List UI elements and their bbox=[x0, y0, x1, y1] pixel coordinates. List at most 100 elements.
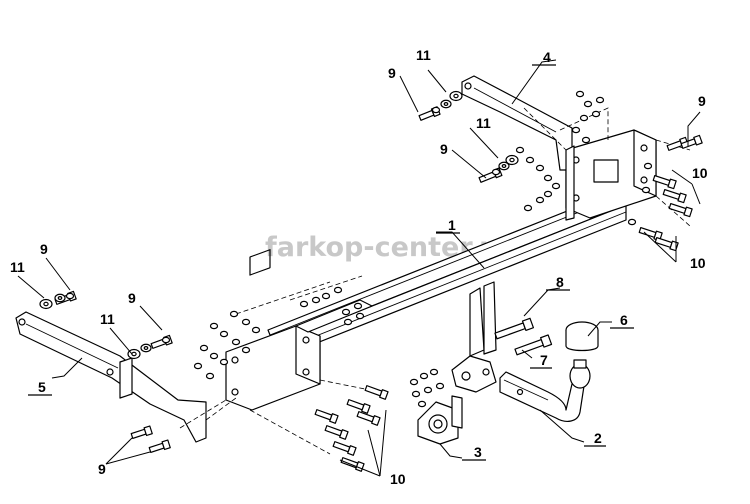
callout-10-c: 10 bbox=[390, 471, 406, 487]
nut bbox=[409, 378, 419, 386]
bolt bbox=[130, 425, 153, 439]
nut bbox=[65, 292, 75, 300]
nut bbox=[543, 174, 553, 182]
right-mounting-plate bbox=[565, 129, 657, 219]
callout-1: 1 bbox=[448, 217, 456, 233]
nut bbox=[575, 90, 585, 98]
nut bbox=[341, 308, 351, 316]
part-6-tow-ball bbox=[565, 321, 599, 389]
callout-11-c: 11 bbox=[10, 259, 25, 275]
nut bbox=[551, 182, 561, 190]
nut bbox=[491, 168, 501, 176]
callout-7: 7 bbox=[540, 352, 548, 368]
nut bbox=[333, 286, 343, 294]
leader-lines bbox=[17, 59, 701, 477]
nut bbox=[543, 190, 553, 198]
nut bbox=[595, 96, 605, 104]
nut bbox=[229, 310, 239, 318]
nut bbox=[435, 382, 445, 390]
callout-11-d: 11 bbox=[100, 311, 115, 327]
callout-9-c: 9 bbox=[698, 93, 706, 109]
callout-4: 4 bbox=[543, 49, 551, 65]
bolt bbox=[668, 203, 693, 218]
left-mounting-plate bbox=[225, 249, 373, 411]
bolt bbox=[654, 237, 679, 252]
bolt bbox=[324, 425, 349, 440]
nut bbox=[241, 346, 251, 354]
nut bbox=[431, 106, 441, 114]
bolt bbox=[662, 189, 687, 204]
callout-5: 5 bbox=[38, 379, 46, 395]
washer bbox=[498, 161, 510, 171]
bolt bbox=[148, 439, 171, 453]
nut bbox=[209, 322, 219, 330]
part-4-right-bracket bbox=[461, 75, 575, 221]
nut bbox=[423, 386, 433, 394]
bolt bbox=[680, 134, 703, 149]
washer bbox=[449, 90, 463, 102]
nut bbox=[641, 186, 651, 194]
callout-10-b: 10 bbox=[690, 255, 706, 271]
washer bbox=[39, 298, 53, 310]
nut bbox=[581, 136, 591, 144]
callout-6: 6 bbox=[620, 312, 628, 328]
bolt bbox=[332, 441, 357, 456]
nut bbox=[353, 302, 363, 310]
bolt bbox=[364, 385, 389, 400]
nut bbox=[535, 196, 545, 204]
parts-7-8-bolts bbox=[494, 317, 553, 356]
nut bbox=[411, 390, 421, 398]
nut bbox=[355, 312, 365, 320]
callout-9-d: 9 bbox=[40, 241, 48, 257]
washer bbox=[127, 348, 141, 360]
callout-11-a: 11 bbox=[416, 47, 431, 63]
callout-8: 8 bbox=[556, 274, 564, 290]
nut bbox=[571, 126, 581, 134]
nut bbox=[429, 368, 439, 376]
nut bbox=[643, 162, 653, 170]
fasteners-group bbox=[39, 90, 703, 472]
callout-9-b: 9 bbox=[440, 141, 448, 157]
washer bbox=[140, 343, 152, 353]
callout-11-b: 11 bbox=[476, 115, 491, 131]
nut bbox=[241, 318, 251, 326]
nut bbox=[417, 400, 427, 408]
washer bbox=[54, 293, 66, 303]
callout-labels: 1 2 3 4 5 6 7 8 9 9 9 9 9 9 10 10 10 11 … bbox=[10, 47, 708, 487]
callout-9-f: 9 bbox=[98, 461, 106, 477]
callout-9-e: 9 bbox=[128, 290, 136, 306]
bolt bbox=[314, 409, 339, 424]
nut bbox=[627, 218, 637, 226]
nut bbox=[161, 336, 171, 344]
towball-mount-bracket bbox=[451, 281, 497, 393]
nut bbox=[311, 296, 321, 304]
bolt bbox=[356, 411, 381, 426]
nut bbox=[209, 352, 219, 360]
nut bbox=[199, 344, 209, 352]
nut bbox=[343, 318, 353, 326]
bolt bbox=[346, 399, 371, 414]
bolt bbox=[340, 457, 365, 472]
nut bbox=[193, 362, 203, 370]
nut bbox=[523, 204, 533, 212]
callout-3: 3 bbox=[474, 444, 482, 460]
part-3-socket-bracket bbox=[417, 395, 463, 445]
nut bbox=[219, 358, 229, 366]
nut bbox=[251, 326, 261, 334]
callout-10-a: 10 bbox=[692, 165, 708, 181]
nut bbox=[535, 164, 545, 172]
bolt bbox=[652, 175, 677, 190]
washer bbox=[440, 99, 452, 109]
nut bbox=[583, 100, 593, 108]
nut bbox=[419, 372, 429, 380]
nut bbox=[525, 156, 535, 164]
nut bbox=[515, 146, 525, 154]
callout-2: 2 bbox=[594, 430, 602, 446]
nut bbox=[321, 292, 331, 300]
washer bbox=[505, 154, 519, 166]
nut bbox=[579, 114, 589, 122]
callout-9-a: 9 bbox=[388, 65, 396, 81]
nut bbox=[591, 110, 601, 118]
